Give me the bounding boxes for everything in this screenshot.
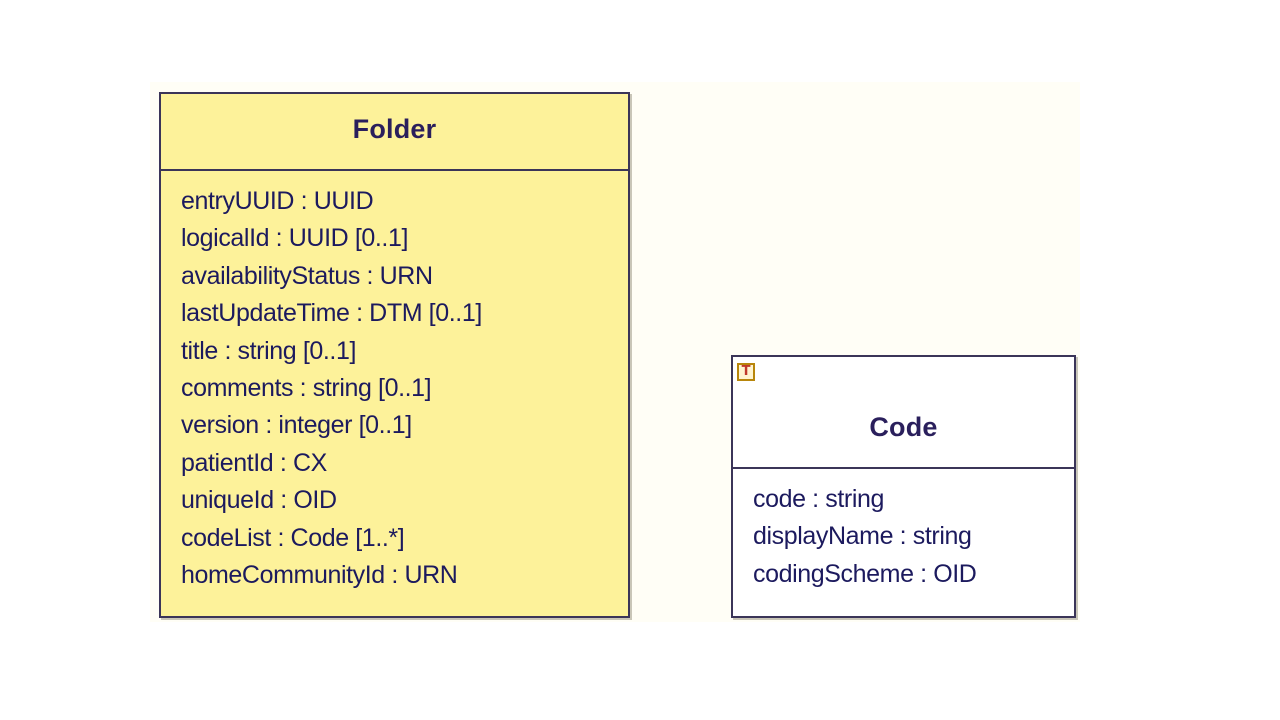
attribute-code: code : string <box>753 485 884 513</box>
attribute-comments: comments : string [0..1] <box>181 374 432 403</box>
attribute-codelist: codeList : Code [1..*] <box>181 523 405 552</box>
attribute-version: version : integer [0..1] <box>181 411 412 440</box>
folder-attribute-list: entryUUID : UUID logicalId : UUID [0..1]… <box>161 171 628 594</box>
folder-class-box[interactable]: Folder entryUUID : UUID logicalId : UUID… <box>159 92 630 618</box>
code-class-header: T Code <box>733 357 1074 469</box>
attribute-displayname: displayName : string <box>753 522 972 551</box>
folder-class-name: Folder <box>352 114 437 144</box>
attribute-logicalid: logicalId : UUID [0..1] <box>181 224 409 253</box>
attribute-availabilitystatus: availabilityStatus : URN <box>181 261 433 290</box>
code-attribute-list: code : string displayName : string codin… <box>733 469 1074 593</box>
attribute-uniqueid: uniqueId : OID <box>181 486 337 515</box>
folder-class-header: Folder <box>161 94 628 171</box>
code-class-name: Code <box>869 412 938 442</box>
code-class-box[interactable]: T Code code : string displayName : strin… <box>731 355 1076 618</box>
attribute-entryuuid: entryUUID : UUID <box>181 187 374 215</box>
attribute-patientid: patientId : CX <box>181 448 327 477</box>
attribute-title: title : string [0..1] <box>181 336 357 365</box>
attribute-homecommunityid: homeCommunityId : URN <box>181 561 458 590</box>
attribute-lastupdatetime: lastUpdateTime : DTM [0..1] <box>181 299 482 328</box>
attribute-codingscheme: codingScheme : OID <box>753 559 977 588</box>
type-badge-icon: T <box>737 363 755 381</box>
